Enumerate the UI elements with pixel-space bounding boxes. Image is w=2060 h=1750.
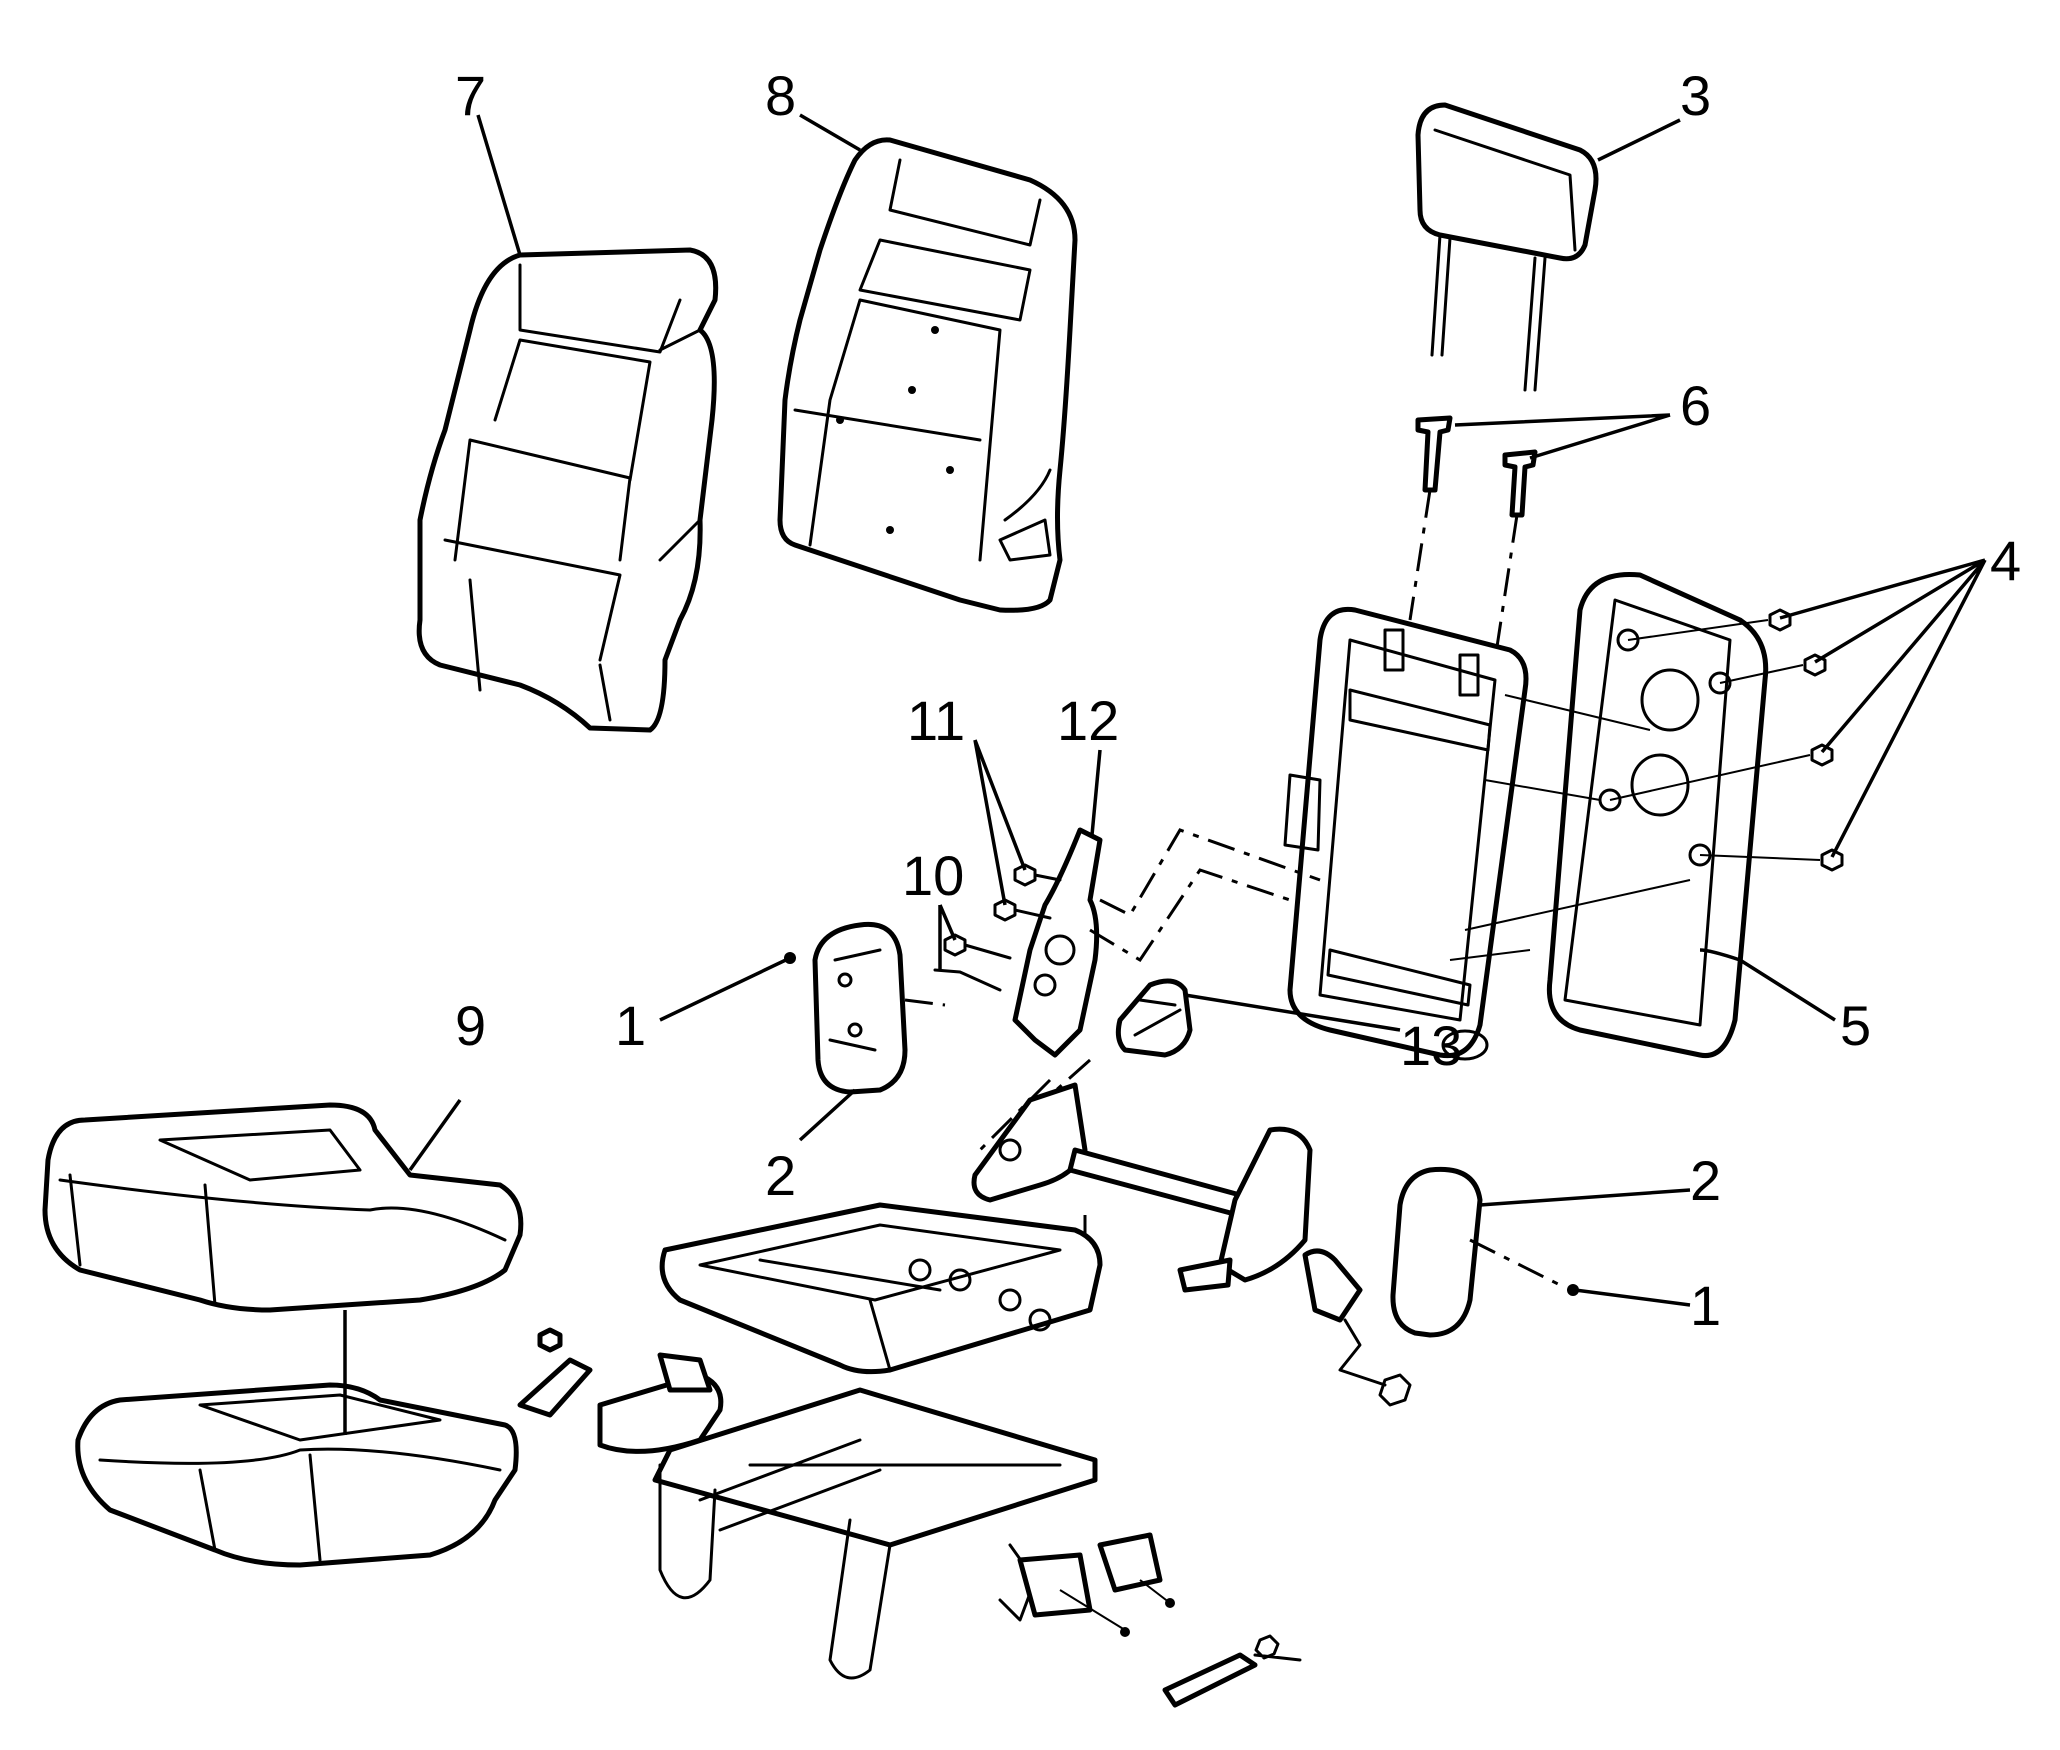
panel-nuts [1609, 608, 1844, 872]
callout-12: 12 [1057, 689, 1119, 752]
seatback-cover-rear [777, 137, 1078, 613]
callout-labels: 7 8 3 6 4 5 11 12 10 1 13 9 2 2 1 [455, 64, 2021, 1337]
side-shield-right [1390, 1166, 1579, 1338]
recliner-mechanism [977, 827, 1321, 1167]
callout-1-left: 1 [615, 994, 646, 1057]
headrest-guides [1408, 415, 1538, 661]
leader-lines [408, 113, 1987, 1307]
seat-brackets [517, 1327, 1302, 1708]
seat-cushion-cover [42, 1102, 524, 1313]
seatback-panel [1546, 571, 1769, 1059]
seat-frame [652, 1202, 1103, 1680]
callout-5: 5 [1840, 994, 1871, 1057]
callout-2-left: 2 [765, 1144, 796, 1207]
callout-3: 3 [1680, 64, 1711, 127]
callout-10: 10 [902, 844, 964, 907]
callout-9: 9 [455, 994, 486, 1057]
seatback-cover-front [416, 247, 719, 733]
callout-13: 13 [1400, 1014, 1462, 1077]
callout-11: 11 [907, 689, 965, 752]
headrest [1415, 102, 1599, 392]
recliner-cover [1115, 978, 1193, 1058]
side-shield-left [784, 921, 946, 1095]
callout-6: 6 [1680, 374, 1711, 437]
seatback-frame [1283, 606, 1691, 1061]
callout-8: 8 [765, 64, 796, 127]
callout-4: 4 [1990, 529, 2021, 592]
callout-7: 7 [455, 64, 486, 127]
recliner-bolts [933, 863, 1062, 992]
callout-2-right: 2 [1690, 1149, 1721, 1212]
callout-1-right: 1 [1690, 1274, 1721, 1337]
seat-hinge-assembly [971, 1082, 1412, 1407]
seat-cushion-pad [75, 1310, 519, 1568]
